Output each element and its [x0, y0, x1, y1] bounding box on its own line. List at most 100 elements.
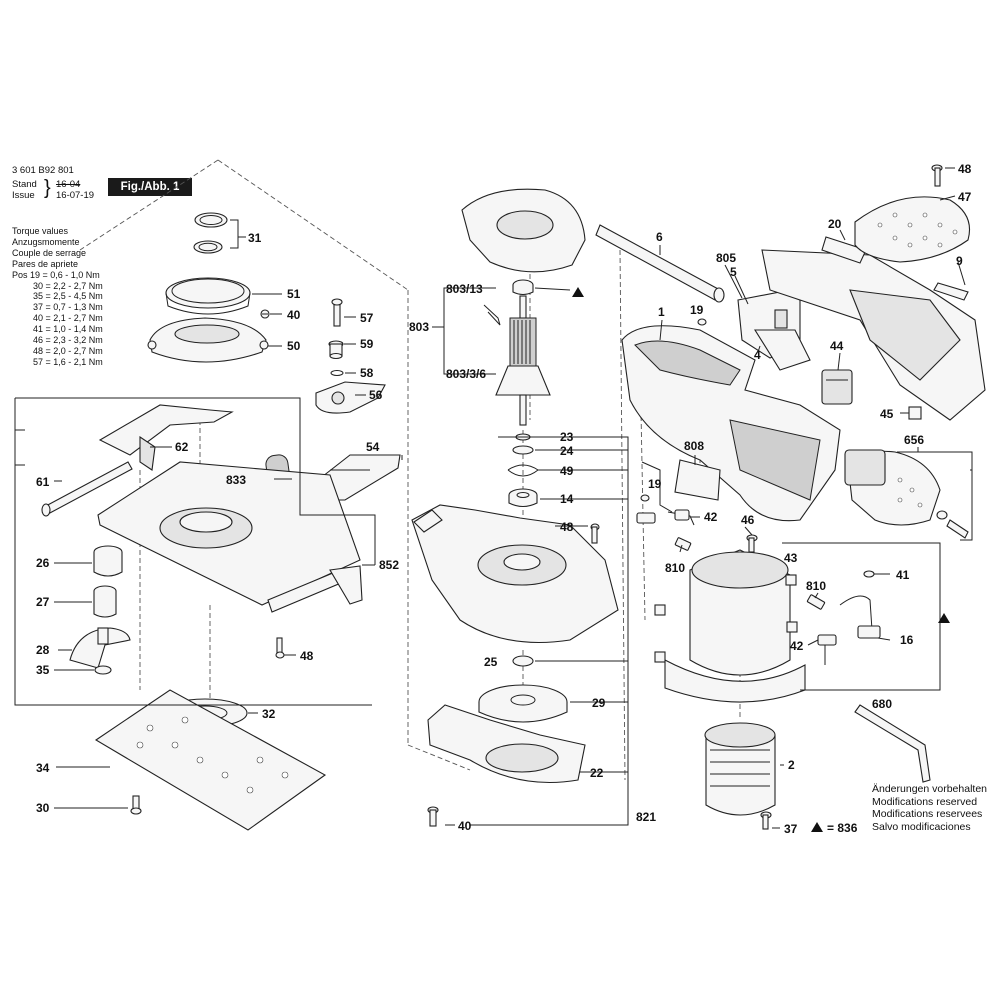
- part-25-washer: [512, 655, 534, 667]
- label-59: 59: [360, 337, 374, 351]
- torque-row: 57 = 1,6 - 2,1 Nm: [33, 356, 103, 367]
- torque-title-fr: Couple de serrage: [12, 247, 87, 258]
- label-1: 1: [658, 305, 665, 319]
- part-28-counterweight: [69, 627, 131, 669]
- part-4-switch-cover: [754, 329, 811, 371]
- part-58-spring: [330, 370, 344, 376]
- label-14: 14: [560, 492, 574, 506]
- torque-title-en: Torque values: [12, 226, 69, 236]
- part-48-screw-c: [931, 164, 943, 187]
- label-16: 16: [900, 633, 914, 647]
- label-22: 22: [590, 766, 604, 780]
- torque-row: 35 = 2,5 - 4,5 Nm: [33, 291, 103, 302]
- part-48-screw-b: [590, 523, 600, 544]
- part-bracket-clip: [483, 304, 501, 326]
- label-821: 821: [636, 810, 656, 824]
- label-27: 27: [36, 595, 50, 609]
- label-51: 51: [287, 287, 301, 301]
- label-44: 44: [830, 339, 844, 353]
- part-61-rod: [41, 461, 133, 517]
- label-26: 26: [36, 556, 50, 570]
- part-14-ball-bearing: [508, 488, 538, 508]
- label-805: 805: [716, 251, 736, 265]
- label-34: 34: [36, 761, 50, 775]
- label-6: 6: [656, 230, 663, 244]
- brace-glyph: }: [44, 177, 51, 199]
- label-656: 656: [904, 433, 924, 447]
- part-fan-guard-top: [461, 188, 586, 273]
- label-31: 31: [248, 231, 262, 245]
- label-49: 49: [560, 464, 574, 478]
- part-62-clamp-lever: [98, 404, 234, 471]
- torque-title-de: Anzugsmomente: [12, 236, 80, 247]
- label-48: 48: [560, 520, 574, 534]
- triangle-marker-right: [938, 613, 950, 623]
- stand-old: 16-04: [56, 179, 81, 190]
- label-680: 680: [872, 697, 892, 711]
- label-23: 23: [560, 430, 574, 444]
- torque-row: Pos 19 = 0,6 - 1,0 Nm: [12, 269, 100, 280]
- part-810-brush-a: [674, 537, 692, 551]
- part-26-needle-bearing: [93, 545, 123, 577]
- label-28: 28: [36, 643, 50, 657]
- figure-label: Fig./Abb. 1: [108, 178, 192, 196]
- part-27-sleeve: [93, 585, 117, 618]
- label-40: 40: [287, 308, 301, 322]
- label-41: 41: [896, 568, 910, 582]
- part-35-washer: [94, 665, 112, 675]
- label-54: 54: [366, 440, 380, 454]
- label-20: 20: [828, 217, 842, 231]
- triangle-marker-center: [572, 287, 584, 297]
- part-2-stator: [704, 722, 776, 816]
- part-59-bush: [328, 340, 344, 360]
- label-48: 48: [958, 162, 972, 176]
- part-656-dust-box: [844, 449, 941, 526]
- part-656-screws: [936, 510, 969, 539]
- part-44-module: [821, 369, 853, 405]
- part-46-screw: [746, 534, 758, 553]
- triangle-marker-legend: [811, 822, 823, 832]
- part-housing-top-half: [761, 249, 986, 421]
- stand-label: Stand: [12, 179, 37, 190]
- part-29-fan: [478, 684, 568, 723]
- label-810: 810: [665, 561, 685, 575]
- part-45-nut: [908, 406, 922, 420]
- part-housing-lower: [411, 504, 619, 644]
- part-22-dust-collector: [427, 704, 586, 784]
- label-852: 852: [379, 558, 399, 572]
- part-42-brush-clip: [817, 634, 837, 665]
- torque-row: 48 = 2,0 - 2,7 Nm: [33, 345, 103, 356]
- part-34-sanding-plate: [94, 689, 327, 831]
- part-19-screw-b: [640, 494, 650, 502]
- part-24-washer: [512, 445, 534, 455]
- torque-row: 46 = 2,3 - 3,2 Nm: [33, 335, 103, 346]
- part-803-armature: [495, 295, 551, 426]
- part-6-shaft: [595, 224, 725, 303]
- legend-836: = 836: [827, 821, 858, 835]
- part-9-label: [933, 282, 969, 301]
- part-16-brush-holder: [839, 595, 881, 639]
- part-57-screw: [331, 298, 343, 327]
- part-48-screw-a: [275, 637, 285, 659]
- torque-row: 37 = 0,7 - 1,3 Nm: [33, 302, 103, 313]
- part-680-hex-key: [854, 704, 931, 783]
- label-62: 62: [175, 440, 189, 454]
- triangle-markers: = 836: [572, 287, 950, 835]
- part-37-screw: [760, 811, 772, 830]
- label-808: 808: [684, 439, 704, 453]
- torque-table: Torque values Anzugsmomente Couple de se…: [12, 226, 103, 368]
- label-35: 35: [36, 663, 50, 677]
- label-37: 37: [784, 822, 798, 836]
- note-en: Modifications reserved: [872, 795, 978, 808]
- label-57: 57: [360, 311, 374, 325]
- part-41-screw: [863, 570, 875, 578]
- label-48: 48: [300, 649, 314, 663]
- label-42: 42: [704, 510, 718, 524]
- part-number: 3 601 B92 801: [12, 165, 74, 176]
- issue-label: Issue: [12, 190, 35, 201]
- torque-title-es: Pares de apriete: [12, 258, 79, 269]
- part-20-label: [821, 236, 867, 264]
- label-61: 61: [36, 475, 50, 489]
- label-40: 40: [458, 819, 472, 833]
